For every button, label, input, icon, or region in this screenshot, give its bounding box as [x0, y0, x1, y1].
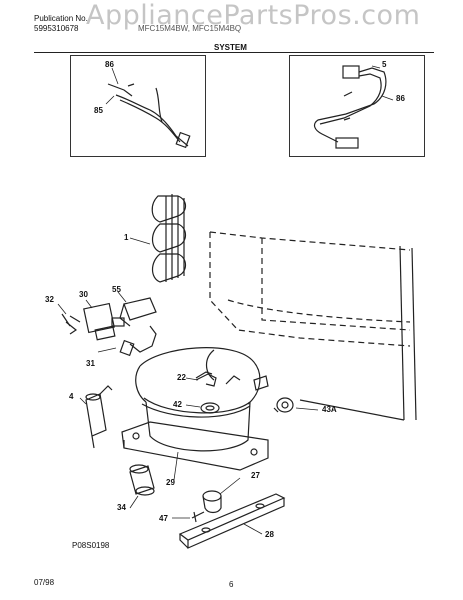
callout-34: 34 [117, 503, 126, 512]
callout-86-right: 86 [396, 94, 405, 103]
callout-29: 29 [166, 478, 175, 487]
inset-right-harness [289, 55, 425, 157]
callout-32: 32 [45, 295, 54, 304]
leader-lines [57, 65, 394, 535]
callout-31: 31 [86, 359, 95, 368]
harness-left [107, 83, 191, 149]
condenser-coil [151, 194, 187, 283]
footer-date: 07/98 [34, 578, 55, 587]
callout-5: 5 [382, 60, 387, 69]
callout-27: 27 [251, 471, 260, 480]
section-title: SYSTEM [214, 43, 247, 52]
screw-47 [191, 511, 205, 523]
harness-right [313, 65, 387, 149]
watermark: AppliancePartsPros.com [86, 0, 421, 31]
publication-number: 5995310678 [34, 24, 79, 33]
spacer-27 [202, 490, 222, 514]
drawing-code: P08S0198 [72, 541, 110, 550]
grommet-34 [129, 464, 155, 496]
model-numbers: MFC15M4BW, MFC15M4BQ [138, 24, 242, 33]
drier [85, 385, 113, 449]
inset-left-harness [70, 55, 206, 157]
cabinet-outline [209, 231, 411, 347]
power-cord [119, 325, 157, 357]
callout-55: 55 [112, 285, 121, 294]
grommet-43a [273, 397, 294, 413]
callout-1: 1 [124, 233, 129, 242]
start-device [111, 297, 157, 327]
publication-label: Publication No. [34, 14, 88, 23]
callout-43a: 43A [322, 405, 337, 414]
callout-28: 28 [265, 530, 274, 539]
cabinet-right-edge [299, 245, 417, 421]
callout-47: 47 [159, 514, 168, 523]
callout-86-left: 86 [105, 60, 114, 69]
header-rule [34, 52, 434, 53]
relay [61, 302, 116, 341]
callout-85: 85 [94, 106, 103, 115]
mounting-rail [178, 493, 286, 549]
wire-22 [195, 373, 217, 387]
callout-4: 4 [69, 392, 74, 401]
callout-22: 22 [177, 373, 186, 382]
page-number: 6 [229, 580, 234, 589]
compressor [121, 347, 269, 471]
callout-42: 42 [173, 400, 182, 409]
callout-30: 30 [79, 290, 88, 299]
